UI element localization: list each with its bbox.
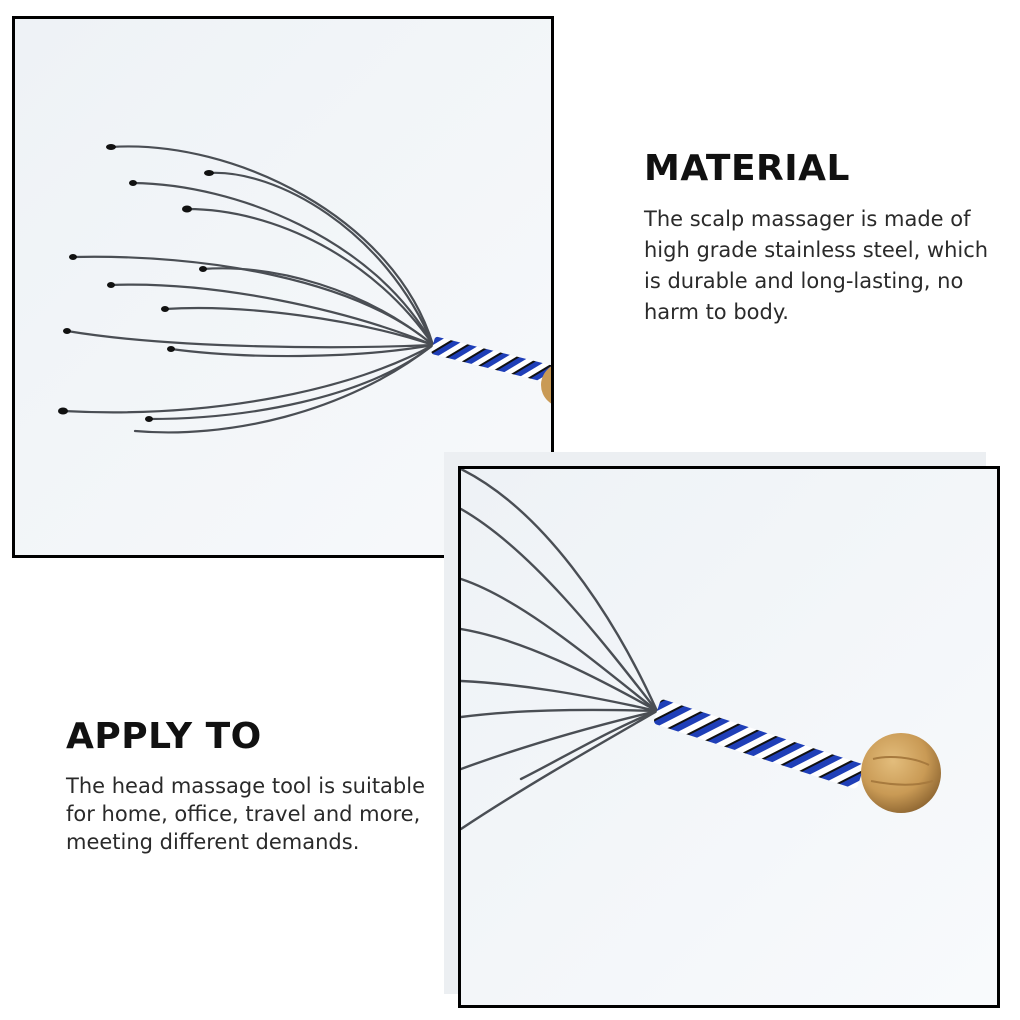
scalp-massager-closeup-image bbox=[461, 469, 997, 1005]
product-photo-bottom bbox=[458, 466, 1000, 1008]
material-description: The scalp massager is made of high grade… bbox=[644, 207, 989, 324]
product-photo-top bbox=[12, 16, 554, 558]
material-section: MATERIAL The scalp massager is made of h… bbox=[644, 148, 1004, 328]
apply-to-section: APPLY TO The head massage tool is suitab… bbox=[66, 716, 436, 856]
material-heading: MATERIAL bbox=[644, 148, 850, 189]
apply-to-description: The head massage tool is suitable for ho… bbox=[66, 774, 425, 854]
apply-to-heading: APPLY TO bbox=[66, 716, 262, 757]
scalp-massager-image bbox=[15, 19, 551, 555]
